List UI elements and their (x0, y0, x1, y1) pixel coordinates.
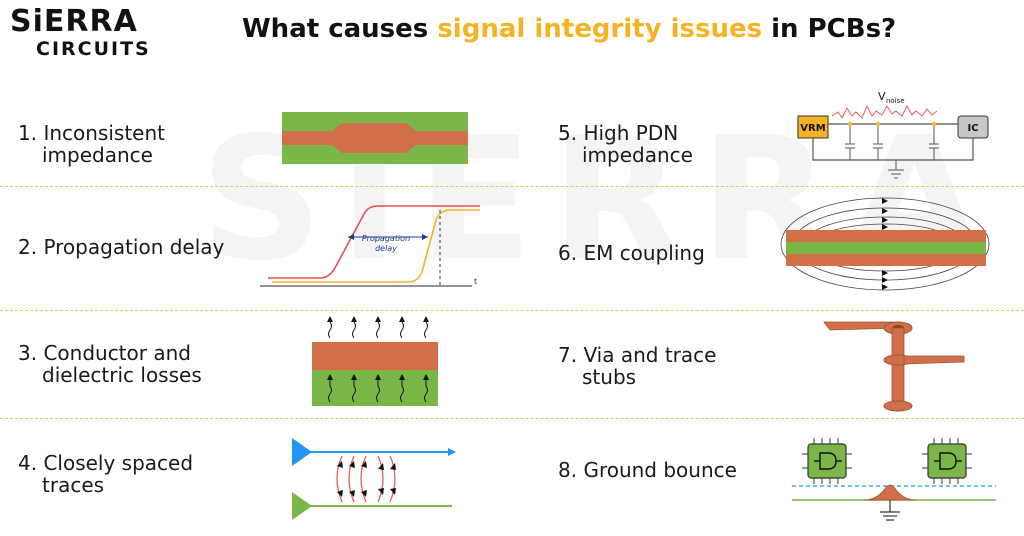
brand-line2: CIRCUITS (36, 38, 151, 60)
item-line1: 6. EM coupling (558, 241, 705, 265)
ground-rail (812, 138, 974, 161)
item-inconsistent-impedance: 1. Inconsistent impedance (18, 122, 165, 166)
item-line2: dielectric losses (42, 363, 202, 387)
item-via-trace-stubs: 7. Via and trace stubs (558, 344, 716, 388)
item-line1: 1. Inconsistent (18, 121, 165, 145)
item-line1: 4. Closely spaced (18, 451, 194, 475)
item-line1: 3. Conductor and (18, 341, 191, 365)
item-closely-spaced-traces: 4. Closely spaced traces (18, 452, 193, 496)
return-plane (786, 254, 986, 266)
decoupling-capacitors (845, 124, 939, 179)
input-signal-curve (268, 205, 480, 279)
item-line2: stubs (582, 365, 637, 389)
heat-arrows-up (328, 321, 428, 339)
item-line1: 8. Ground bounce (558, 458, 737, 482)
output-signal-curve (272, 209, 480, 283)
losses-figure (312, 316, 438, 406)
item-conductor-dielectric-losses: 3. Conductor and dielectric losses (18, 342, 202, 386)
green-driver (292, 492, 312, 520)
item-line2: traces (42, 473, 105, 497)
row-divider-1 (0, 186, 1024, 187)
loss-arrowheads-dielectric (327, 374, 429, 380)
coupling-arcs (336, 455, 396, 503)
copper-trace-widening (282, 123, 468, 153)
title-prefix: What causes (242, 14, 438, 44)
item-line1: 7. Via and trace (558, 343, 717, 367)
title-suffix: in PCBs? (762, 14, 897, 44)
blue-driver (292, 438, 312, 466)
ic-chip-right (922, 438, 972, 484)
noise-waveform (831, 104, 938, 119)
brand-line1: SiERRA (10, 4, 138, 39)
dielectric-layer (312, 370, 438, 406)
dielectric-band (786, 242, 986, 254)
item-propagation-delay: 2. Propagation delay (18, 236, 224, 258)
item-ground-bounce: 8. Ground bounce (558, 459, 737, 481)
ic-chip-left (802, 438, 852, 484)
signal-trace (786, 230, 986, 242)
item-em-coupling: 6. EM coupling (558, 242, 705, 264)
page-title: What causes signal integrity issues in P… (242, 14, 896, 44)
propagation-delay-figure: t Propagation delay (260, 205, 480, 287)
via-stub-figure (823, 321, 965, 412)
coupling-arrowheads (337, 461, 396, 497)
ground-bounce-pulse (863, 484, 917, 501)
time-axis-label: t (474, 277, 477, 286)
row-divider-2 (0, 310, 1024, 311)
brand-logo: SiERRA CIRCUITS (10, 4, 180, 61)
vnoise-subscript: noise (886, 97, 905, 105)
item-line1: 2. Propagation delay (18, 235, 225, 259)
field-arrowheads (882, 198, 888, 290)
heat-arrowheads-up (327, 316, 429, 322)
item-line1: 5. High PDN (558, 121, 679, 145)
ground-symbol (880, 500, 900, 521)
aggressor-arrowhead (448, 448, 456, 456)
delay-arrow-left-head (348, 234, 354, 240)
rail-nodes (847, 121, 937, 127)
vrm-label: VRM (800, 123, 825, 134)
title-highlight: signal integrity issues (437, 14, 763, 44)
delay-arrow-right-head (422, 234, 428, 240)
item-line2: impedance (582, 143, 693, 167)
vnoise-label: V (878, 90, 886, 103)
em-coupling-figure (780, 197, 990, 291)
delay-label-line2: delay (375, 244, 397, 253)
item-line2: impedance (42, 143, 153, 167)
via-bottom-pad (883, 400, 913, 412)
delay-label-line1: Propagation (362, 234, 410, 243)
row-divider-3 (0, 418, 1024, 419)
item-high-pdn-impedance: 5. High PDN impedance (558, 122, 693, 166)
crosstalk-figure (292, 438, 456, 520)
pdn-figure: V noise VRM IC (797, 90, 989, 179)
inner-trace (903, 355, 965, 365)
inconsistent-impedance-figure (282, 112, 468, 164)
copper-layer (312, 342, 438, 370)
ic-label: IC (967, 123, 978, 134)
loss-arrows-dielectric (328, 378, 428, 403)
via-barrel (891, 327, 905, 407)
ground-bounce-figure (792, 438, 996, 521)
